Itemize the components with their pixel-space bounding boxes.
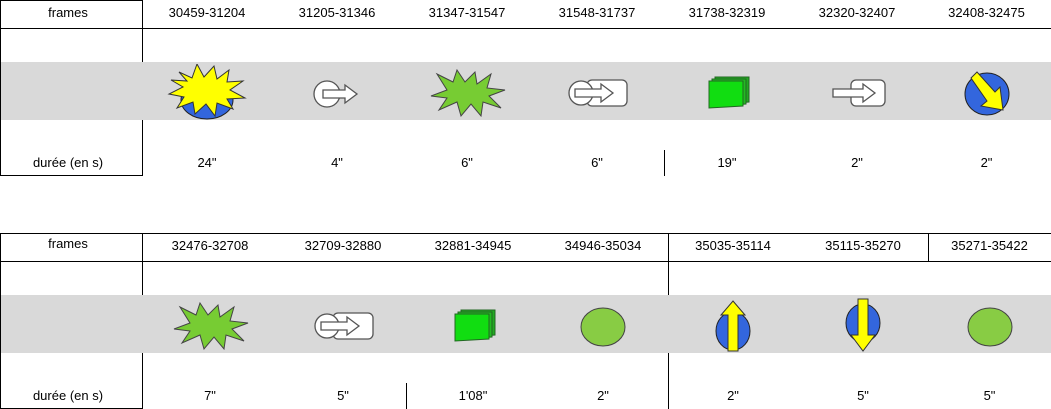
frame-range: 35271-35422	[951, 238, 1028, 253]
green-circle-icon	[538, 297, 668, 351]
frame-range: 34946-35034	[564, 238, 642, 253]
divider	[668, 233, 669, 295]
divider	[0, 233, 1051, 234]
arrow-into-box-icon	[792, 64, 922, 118]
frames-label: frames	[48, 236, 88, 251]
green-starburst-icon	[402, 64, 532, 118]
green-card-stack-icon	[408, 297, 538, 351]
divider	[0, 261, 1051, 262]
frames-label: frames	[48, 5, 88, 20]
duration-label: durée (en s)	[32, 155, 104, 170]
green-starburst-icon	[142, 297, 278, 351]
duration-value: 2"	[980, 155, 993, 170]
duration-value: 24"	[197, 155, 217, 170]
divider	[668, 353, 669, 409]
duration-value: 7"	[204, 388, 216, 403]
frame-range: 31548-31737	[558, 5, 636, 20]
duration-value: 1'08"	[458, 388, 488, 403]
divider	[0, 0, 142, 1]
divider	[928, 233, 929, 261]
divider	[0, 233, 1, 409]
duration-value: 5"	[857, 388, 869, 403]
frame-range: 31738-32319	[688, 5, 766, 20]
frame-range: 32408-32475	[948, 5, 1025, 20]
frames-table-2: frames durée (en s) 32476-32708 32709-32…	[0, 233, 1051, 409]
circle-arrow-into-box-icon	[278, 297, 408, 351]
duration-value: 5"	[337, 388, 349, 403]
blue-circle-diagonal-arrow-icon	[922, 64, 1051, 118]
duration-value: 5"	[983, 388, 996, 403]
frame-range: 31347-31547	[428, 5, 506, 20]
divider	[664, 150, 665, 176]
frame-range: 32320-32407	[818, 5, 896, 20]
duration-value: 2"	[851, 155, 863, 170]
duration-value: 2"	[597, 388, 609, 403]
duration-label: durée (en s)	[32, 388, 104, 403]
divider	[142, 0, 143, 62]
blue-circle-down-arrow-icon	[798, 297, 928, 352]
duration-value: 6"	[461, 155, 473, 170]
duration-value: 4"	[331, 155, 343, 170]
frame-range: 32709-32880	[304, 238, 382, 253]
circle-with-arrow-right-icon	[272, 64, 402, 118]
blue-circle-up-arrow-icon	[668, 297, 798, 352]
frame-range: 35035-35114	[695, 238, 771, 253]
duration-value: 19"	[717, 155, 737, 170]
green-circle-icon	[928, 297, 1051, 351]
divider	[142, 353, 143, 409]
frame-range: 31205-31346	[298, 5, 376, 20]
duration-value: 6"	[591, 155, 603, 170]
divider	[0, 28, 1051, 29]
divider	[142, 120, 143, 176]
divider	[142, 233, 143, 295]
frame-range: 30459-31204	[168, 5, 246, 20]
frame-range: 35115-35270	[825, 238, 901, 253]
frames-table-1: frames durée (en s) 30459-31204 31205-31…	[0, 0, 1051, 176]
divider	[406, 383, 407, 409]
green-card-stack-icon	[662, 64, 792, 118]
divider	[0, 0, 1, 176]
frame-range: 32881-34945	[434, 238, 512, 253]
circle-arrow-into-box-icon	[532, 64, 662, 118]
explosion-over-blue-circle-icon	[142, 64, 272, 120]
frame-range: 32476-32708	[171, 238, 249, 253]
duration-value: 2"	[727, 388, 739, 403]
divider	[0, 175, 142, 176]
